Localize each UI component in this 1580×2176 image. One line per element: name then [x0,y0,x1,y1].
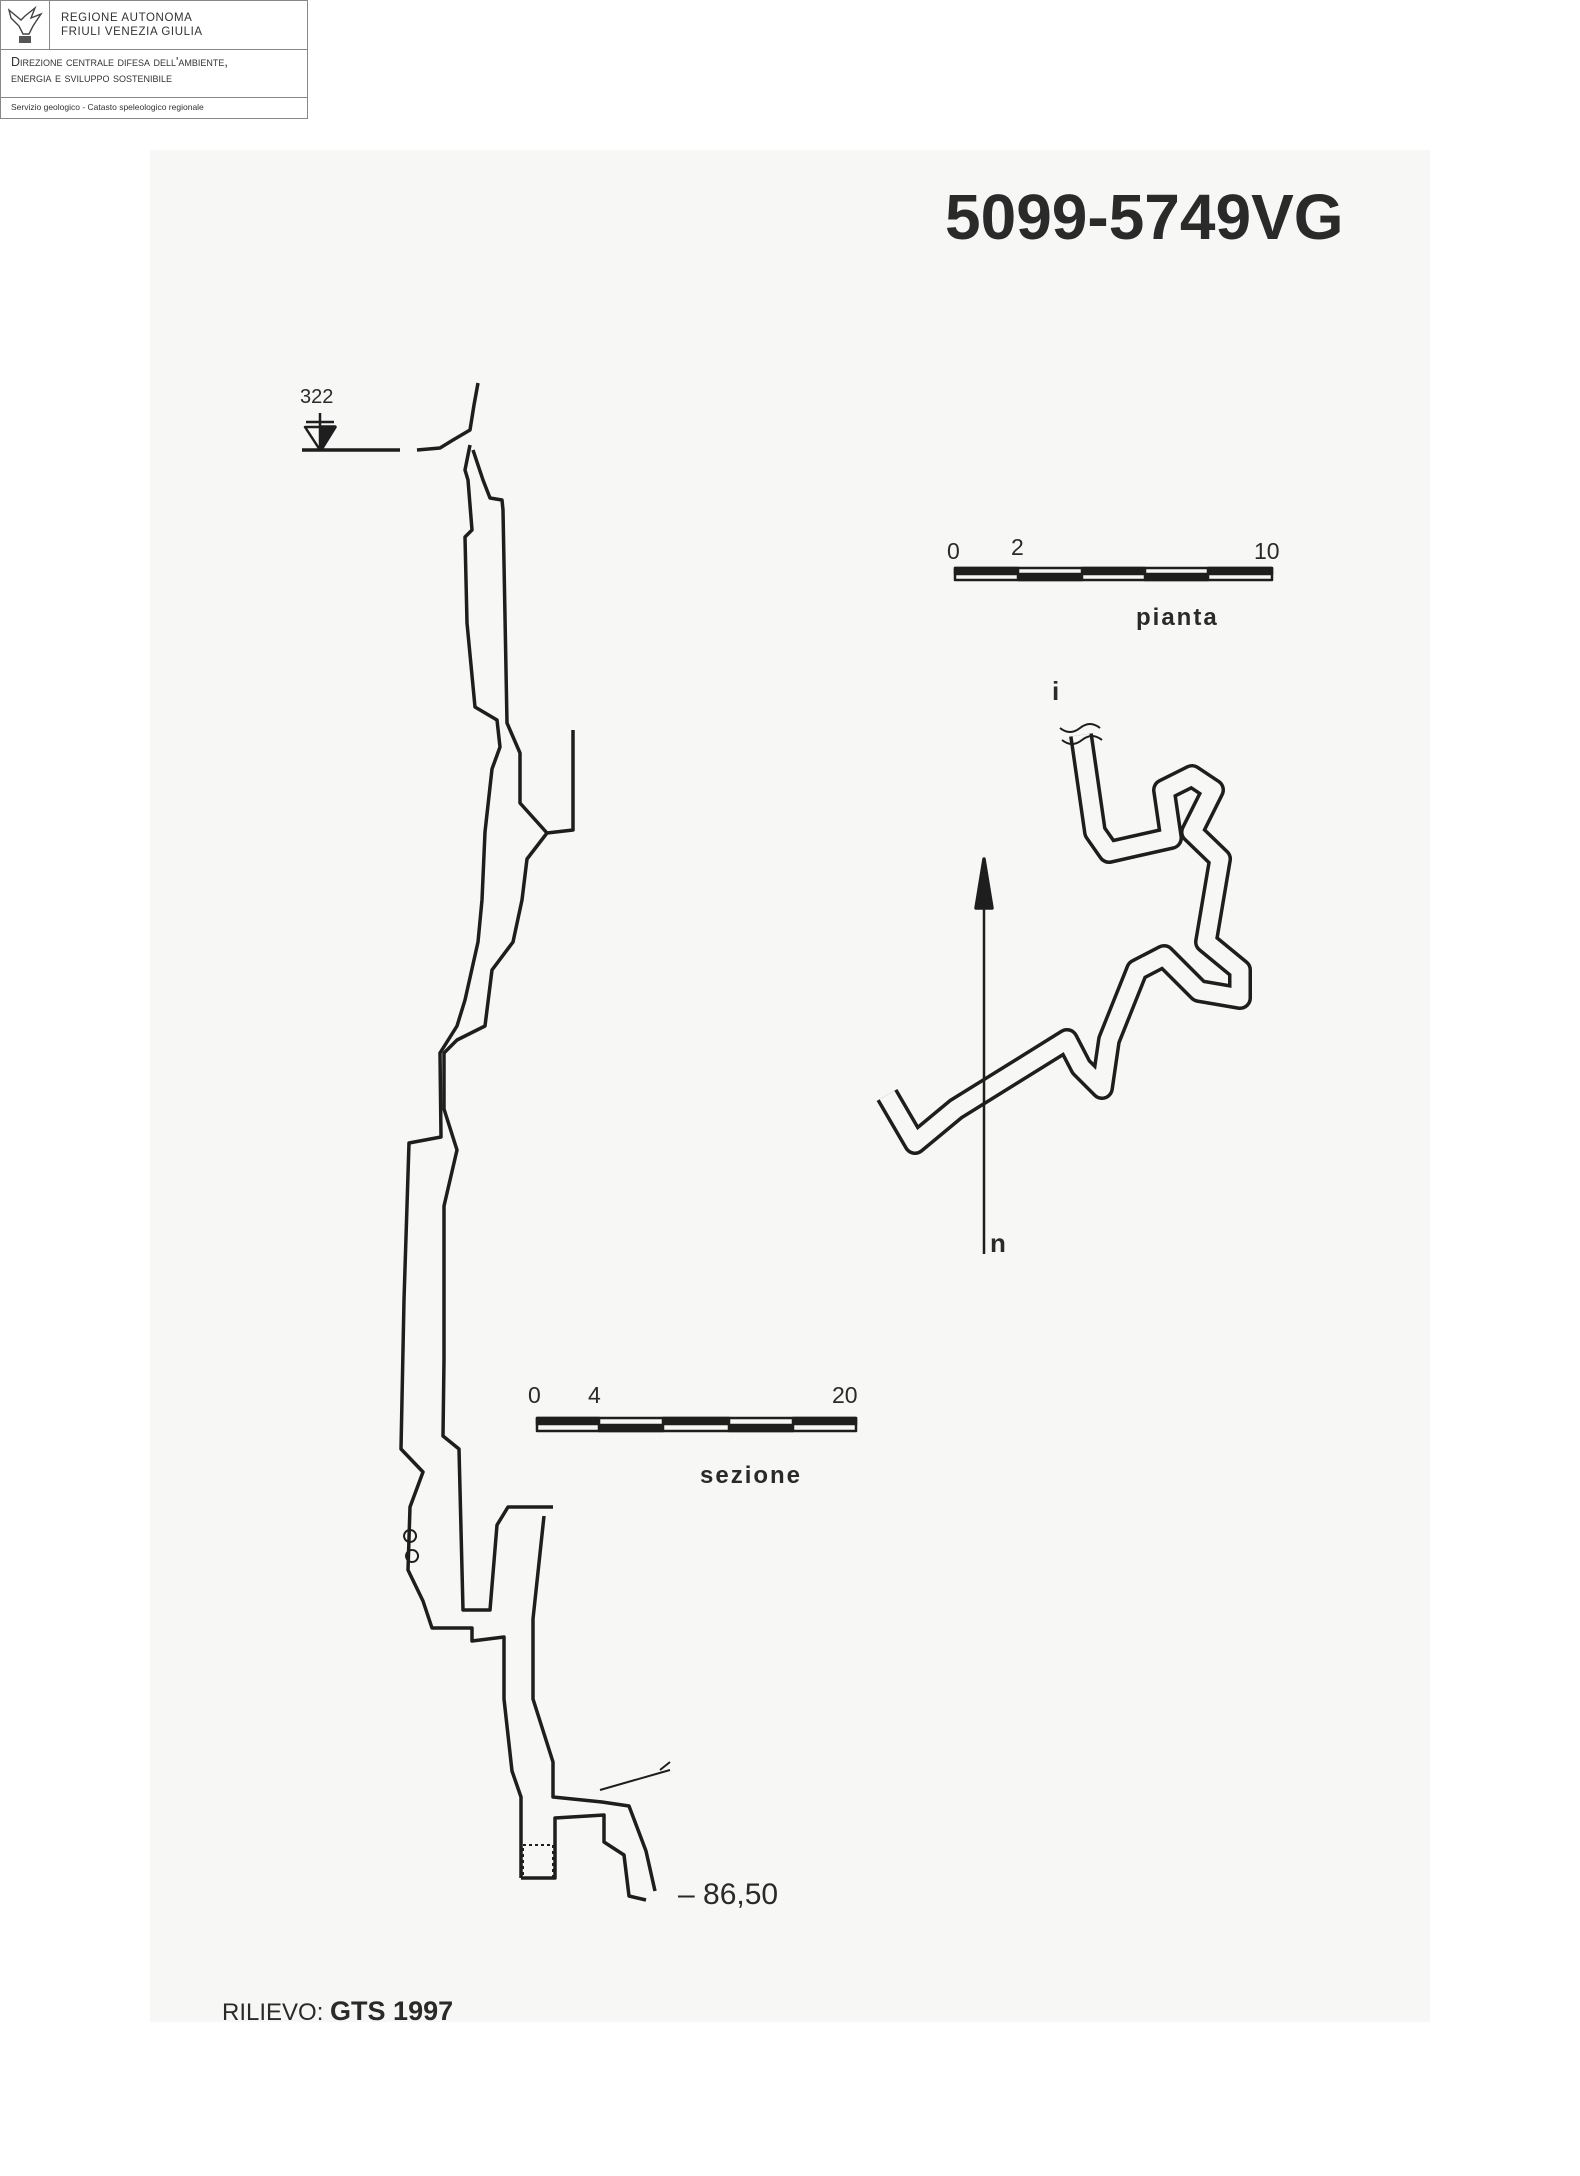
plan-scale-label-10: 10 [1254,538,1280,564]
cave-id-title: 5099-5749VG [945,181,1344,253]
plan-scale-bar [953,566,1274,582]
plan-view-passage [876,723,1252,1155]
eagle-logo-icon [7,5,43,43]
entrance-level-marker-icon [302,413,400,452]
plan-scale-title: pianta [1136,604,1219,631]
section-bottom-branch [521,1813,647,1902]
section-scale-bar [535,1416,858,1433]
dept-line-2: energia e sviluppo sostenibile [11,70,172,85]
section-scale-label-20: 20 [832,1382,858,1408]
section-right-wall [441,449,657,1892]
entrance-marker: i [1052,676,1060,706]
plan-scale-label-0: 0 [947,538,960,564]
header-divider [1,49,307,50]
credit-label: RILIEVO: [222,1999,324,2026]
org-line-2: FRIULI VENEZIA GIULIA [61,26,203,38]
entrance-altitude-label: 322 [300,386,334,408]
dept-line-1: Direzione centrale difesa dell'ambiente, [11,55,228,69]
service-name: Servizio geologico - Catasto speleologic… [11,102,204,112]
north-arrow-icon [974,857,994,1254]
section-left-wall [399,382,523,1878]
depth-label: – 86,50 [678,1878,779,1911]
north-label: n [990,1228,1006,1258]
department-name: Direzione centrale difesa dell'ambiente,… [11,55,228,86]
org-name: REGIONE AUTONOMA FRIULI VENEZIA GIULIA [61,11,203,39]
org-line-1: REGIONE AUTONOMA [61,12,193,24]
header-divider [49,1,50,49]
plan-scale-label-2: 2 [1011,534,1024,560]
section-scale-label-4: 4 [588,1382,601,1408]
header-divider [1,97,307,98]
survey-credit: RILIEVO: GTS 1997 [222,1996,453,2027]
credit-value: GTS 1997 [330,1996,454,2026]
scanned-survey-sheet [150,150,1430,2022]
section-scale-label-0: 0 [528,1382,541,1408]
institution-header: REGIONE AUTONOMA FRIULI VENEZIA GIULIA D… [0,0,308,119]
section-scale-title: sezione [700,1462,803,1489]
